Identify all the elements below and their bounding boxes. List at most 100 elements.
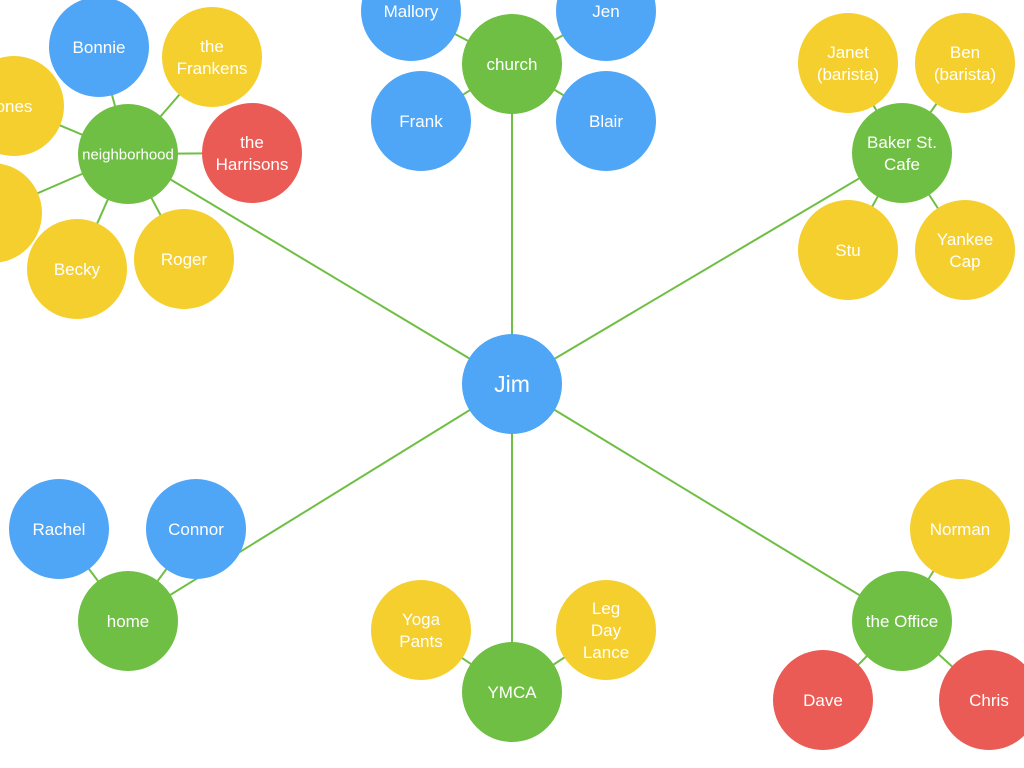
node-label-leg-day-lance-3: Lance bbox=[583, 643, 629, 662]
node-ymca: YMCA bbox=[462, 642, 562, 742]
node-baker-st-cafe: Baker St. Cafe bbox=[852, 103, 952, 203]
node-janet: Janet (barista) bbox=[798, 13, 898, 113]
node-label-becky: Becky bbox=[54, 260, 101, 279]
node-label-the-harrisons-1: the bbox=[240, 133, 264, 152]
node-label-home: home bbox=[107, 612, 150, 631]
node-circle-the-frankens bbox=[162, 7, 262, 107]
node-label-norman: Norman bbox=[930, 520, 990, 539]
node-label-jen: Jen bbox=[592, 2, 619, 21]
node-label-leg-day-lance-1: Leg bbox=[592, 599, 620, 618]
node-dave: Dave bbox=[773, 650, 873, 750]
node-blair: Blair bbox=[556, 71, 656, 171]
node-label-baker-st-cafe-2: Cafe bbox=[884, 155, 920, 174]
node-circle-jen bbox=[556, 0, 656, 61]
node-jones: ones bbox=[0, 56, 64, 156]
edge-jim-home bbox=[127, 383, 513, 622]
node-label-neighborhood: neighborhood bbox=[82, 146, 174, 163]
node-frank: Frank bbox=[371, 71, 471, 171]
node-label-janet-1: Janet bbox=[827, 43, 869, 62]
node-label-chris: Chris bbox=[969, 691, 1009, 710]
node-label-ymca: YMCA bbox=[487, 683, 537, 702]
node-label-dave: Dave bbox=[803, 691, 843, 710]
node-circle-bonnie bbox=[49, 0, 149, 97]
node-cut-yellow bbox=[0, 163, 42, 263]
node-neighborhood: neighborhood bbox=[78, 104, 178, 204]
node-circle-cut-yellow bbox=[0, 163, 42, 263]
node-circle-blair bbox=[556, 71, 656, 171]
node-label-janet-2: (barista) bbox=[817, 65, 879, 84]
node-circle-connor bbox=[146, 479, 246, 579]
node-label-roger: Roger bbox=[161, 250, 208, 269]
node-label-yoga-pants-1: Yoga bbox=[402, 610, 441, 629]
node-label-the-frankens-1: the bbox=[200, 37, 224, 56]
node-rachel: Rachel bbox=[9, 479, 109, 579]
node-circle-jim bbox=[462, 334, 562, 434]
node-circle-norman bbox=[910, 479, 1010, 579]
node-label-jones: ones bbox=[0, 97, 32, 116]
node-circle-baker-st-cafe bbox=[852, 103, 952, 203]
node-circle-yoga-pants bbox=[371, 580, 471, 680]
node-label-the-frankens-2: Frankens bbox=[177, 59, 248, 78]
node-label-connor: Connor bbox=[168, 520, 224, 539]
node-jim: Jim bbox=[462, 334, 562, 434]
node-the-office: the Office bbox=[852, 571, 952, 671]
node-becky: Becky bbox=[27, 219, 127, 319]
node-connor: Connor bbox=[146, 479, 246, 579]
node-jen: Jen bbox=[556, 0, 656, 61]
node-label-ben-1: Ben bbox=[950, 43, 980, 62]
node-circle-home bbox=[78, 571, 178, 671]
node-mallory: Mallory bbox=[361, 0, 461, 61]
node-circle-leg-day-lance bbox=[556, 580, 656, 680]
node-ben: Ben (barista) bbox=[915, 13, 1015, 113]
node-circle-mallory bbox=[361, 0, 461, 61]
node-circle-church bbox=[462, 14, 562, 114]
node-circle-neighborhood bbox=[78, 104, 178, 204]
node-label-frank: Frank bbox=[399, 112, 443, 131]
node-bonnie: Bonnie bbox=[49, 0, 149, 97]
node-stu: Stu bbox=[798, 200, 898, 300]
node-label-church: church bbox=[486, 55, 537, 74]
node-label-baker-st-cafe-1: Baker St. bbox=[867, 133, 937, 152]
node-label-blair: Blair bbox=[589, 112, 623, 131]
node-label-the-office: the Office bbox=[866, 612, 938, 631]
node-church: church bbox=[462, 14, 562, 114]
node-label-rachel: Rachel bbox=[33, 520, 86, 539]
node-circle-janet bbox=[798, 13, 898, 113]
node-circle-dave bbox=[773, 650, 873, 750]
edge-jim-the-office bbox=[511, 383, 903, 622]
node-label-ben-2: (barista) bbox=[934, 65, 996, 84]
node-circle-rachel bbox=[9, 479, 109, 579]
node-circle-frank bbox=[371, 71, 471, 171]
node-label-mallory: Mallory bbox=[384, 2, 439, 21]
node-circle-ben bbox=[915, 13, 1015, 113]
node-label-yoga-pants-2: Pants bbox=[399, 632, 442, 651]
node-home: home bbox=[78, 571, 178, 671]
node-label-yankee-cap-1: Yankee bbox=[937, 230, 993, 249]
node-label-stu: Stu bbox=[835, 241, 861, 260]
edge-jim-baker-st-cafe bbox=[511, 152, 903, 385]
node-circle-stu bbox=[798, 200, 898, 300]
node-circle-roger bbox=[134, 209, 234, 309]
node-label-the-harrisons-2: Harrisons bbox=[216, 155, 289, 174]
node-label-yankee-cap-2: Cap bbox=[949, 252, 980, 271]
node-circle-becky bbox=[27, 219, 127, 319]
node-circle-jones bbox=[0, 56, 64, 156]
edge-jim-neighborhood bbox=[127, 153, 513, 385]
node-chris: Chris bbox=[939, 650, 1024, 750]
node-roger: Roger bbox=[134, 209, 234, 309]
node-label-leg-day-lance-2: Day bbox=[591, 621, 622, 640]
node-circle-yankee-cap bbox=[915, 200, 1015, 300]
node-norman: Norman bbox=[910, 479, 1010, 579]
node-circle-chris bbox=[939, 650, 1024, 750]
node-label-bonnie: Bonnie bbox=[73, 38, 126, 57]
node-label-jim: Jim bbox=[494, 371, 530, 397]
node-circle-the-office bbox=[852, 571, 952, 671]
node-circle-the-harrisons bbox=[202, 103, 302, 203]
